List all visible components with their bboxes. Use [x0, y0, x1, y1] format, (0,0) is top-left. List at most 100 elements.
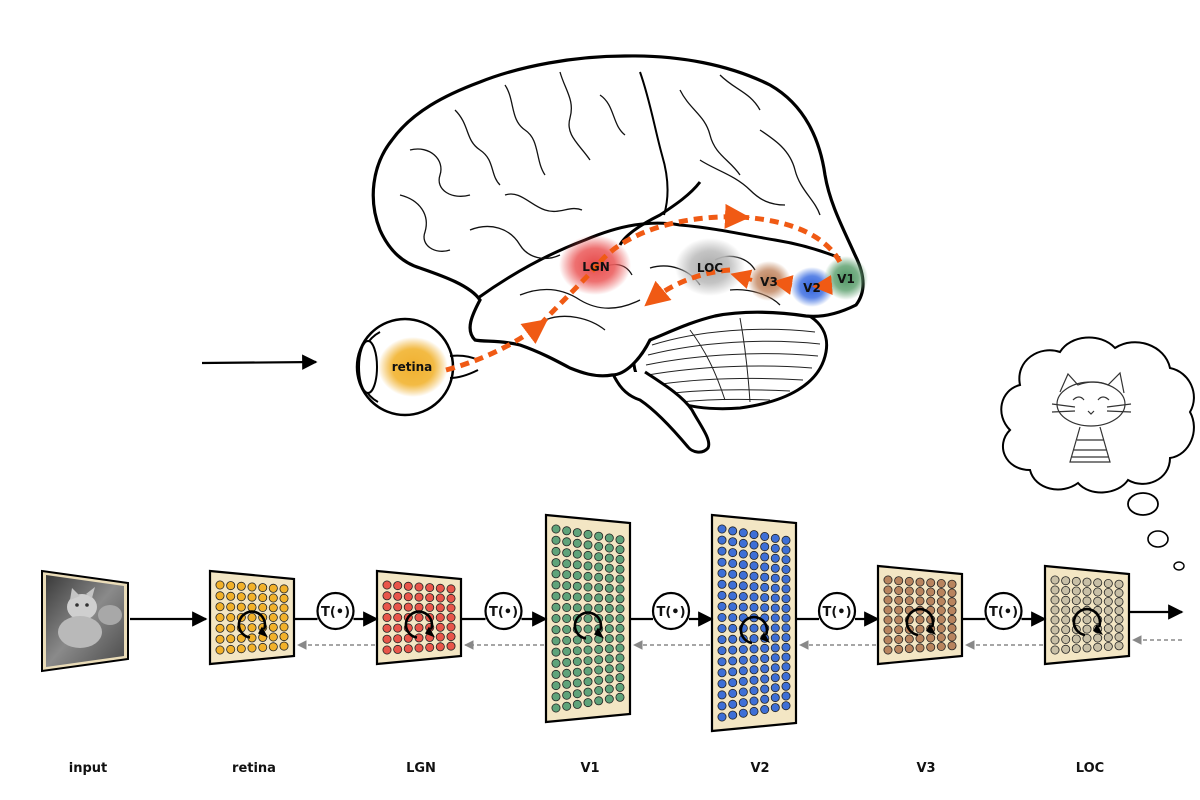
neuron-unit — [749, 706, 759, 716]
neuron-unit — [781, 545, 791, 555]
neuron-unit — [562, 625, 572, 635]
neuron-unit — [594, 531, 604, 541]
neuron-unit — [604, 593, 614, 603]
neuron-unit — [1061, 625, 1071, 635]
neuron-unit — [770, 553, 780, 563]
neuron-unit — [583, 687, 593, 697]
pathway-solid-arrows — [730, 269, 833, 295]
neuron-unit — [1061, 605, 1071, 615]
v3-layer — [876, 564, 964, 666]
neuron-unit — [738, 528, 748, 538]
neuron-unit — [947, 588, 957, 598]
neuron-unit — [258, 603, 268, 613]
neuron-unit — [594, 603, 604, 613]
neuron-unit — [1050, 595, 1060, 605]
stage-label-v2: V2 — [750, 761, 769, 776]
transform-operator-label: T(•) — [321, 605, 350, 620]
neuron-unit — [236, 592, 246, 602]
neuron-unit — [1071, 634, 1081, 644]
brain-label-retina: retina — [392, 360, 433, 374]
neuron-unit — [594, 562, 604, 572]
recurrence-arrowhead-icon — [926, 624, 936, 635]
neuron-unit — [572, 603, 582, 613]
neuron-unit — [728, 613, 738, 623]
neuron-unit — [615, 574, 625, 584]
neuron-unit — [382, 623, 392, 633]
neuron-unit — [1103, 579, 1113, 589]
transform-operator-label: T(•) — [489, 605, 518, 620]
neuron-unit — [393, 591, 403, 601]
neuron-unit — [781, 623, 791, 633]
neuron-unit — [1114, 606, 1124, 616]
neuron-unit — [615, 584, 625, 594]
neuron-unit — [760, 542, 770, 552]
neuron-unit — [749, 571, 759, 581]
neuron-unit — [435, 593, 445, 603]
neuron-unit — [947, 623, 957, 633]
neuron-unit — [435, 603, 445, 613]
neuron-unit — [268, 642, 278, 652]
recurrence-arrowhead-icon — [1093, 624, 1103, 635]
neuron-unit — [615, 643, 625, 653]
neuron-unit — [781, 574, 791, 584]
neuron-unit — [1061, 635, 1071, 645]
neuron-unit — [604, 603, 614, 613]
neuron-unit — [583, 593, 593, 603]
neuron-unit — [414, 643, 424, 653]
neuron-unit — [1050, 585, 1060, 595]
neuron-unit — [562, 614, 572, 624]
neuron-unit — [226, 602, 236, 612]
neuron-unit — [749, 686, 759, 696]
neuron-unit — [279, 632, 289, 642]
neuron-unit — [604, 543, 614, 553]
neuron-unit — [904, 634, 914, 644]
neuron-unit — [770, 703, 780, 713]
cerebellum-folds — [645, 317, 821, 403]
neuron-unit — [738, 655, 748, 665]
neuron-unit — [594, 593, 604, 603]
neuron-unit — [947, 641, 957, 651]
neuron-unit — [1093, 578, 1103, 588]
neuron-unit — [749, 530, 759, 540]
neuron-unit — [562, 657, 572, 667]
neuron-unit — [572, 581, 582, 591]
neuron-unit — [1114, 623, 1124, 633]
neuron-unit — [604, 614, 614, 624]
neuron-unit — [728, 526, 738, 536]
neuron-unit — [1061, 644, 1071, 654]
neuron-unit — [247, 592, 257, 602]
neuron-unit — [1082, 577, 1092, 587]
neuron-unit — [446, 632, 456, 642]
neuron-unit — [1082, 624, 1092, 634]
neuron-unit — [749, 550, 759, 560]
neuron-unit — [717, 690, 727, 700]
cerebrum — [371, 54, 865, 378]
neuron-unit — [551, 524, 561, 534]
neuron-unit — [268, 632, 278, 642]
neuron-unit — [926, 587, 936, 597]
neuron-unit — [760, 603, 770, 613]
recurrence-arrowhead-icon — [594, 627, 604, 639]
neuron-unit — [894, 635, 904, 645]
neuron-unit — [738, 581, 748, 591]
neuron-unit — [781, 565, 791, 575]
neuron-unit — [770, 603, 780, 613]
neuron-unit — [1050, 645, 1060, 655]
neuron-unit — [1103, 588, 1113, 598]
neuron-unit — [770, 583, 780, 593]
neuron-unit — [551, 647, 561, 657]
transform-operator-node — [484, 591, 523, 631]
neuron-unit — [915, 596, 925, 606]
recurrence-arrowhead-icon — [258, 626, 268, 638]
thought-cloud — [1000, 336, 1195, 571]
neuron-unit — [947, 606, 957, 616]
neuron-unit — [258, 642, 268, 652]
cortex-gyri — [399, 71, 821, 331]
neuron-unit — [883, 575, 893, 585]
neuron-unit — [717, 712, 727, 722]
neuron-unit — [738, 592, 748, 602]
neuron-unit — [583, 666, 593, 676]
neuron-unit — [883, 595, 893, 605]
neuron-unit — [717, 568, 727, 578]
neuron-unit — [594, 675, 604, 685]
